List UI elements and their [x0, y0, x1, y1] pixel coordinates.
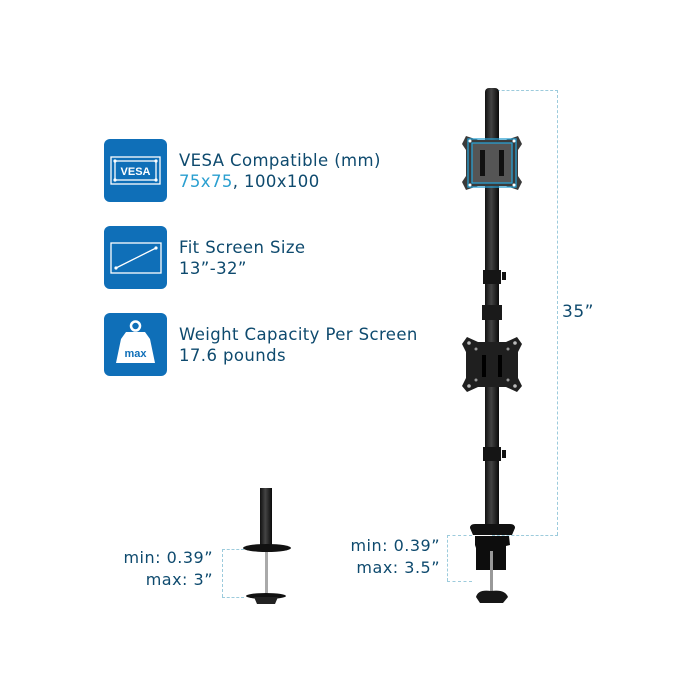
grommet-min: min: 0.39”: [123, 548, 213, 567]
feature-value: 13”-32”: [179, 258, 247, 278]
svg-text:max: max: [124, 348, 147, 360]
clamp-dim-line: [447, 535, 448, 581]
feature-value: 17.6 pounds: [179, 345, 286, 365]
grommet-dim-line: [222, 549, 223, 597]
feature-weight-capacity: max Weight Capacity Per Screen 17.6 poun…: [104, 313, 418, 376]
feature-screen-size: Fit Screen Size 13”-32”: [104, 226, 305, 289]
value-rest: , 100x100: [232, 171, 320, 191]
feature-vesa: VESA VESA Compatible (mm) 75x75, 100x100: [104, 139, 381, 202]
grommet-dim-bottom: [222, 597, 244, 598]
height-label: 35”: [562, 301, 594, 323]
screen-diagonal-icon: [104, 226, 167, 289]
height-dim-bottom: [492, 535, 558, 536]
svg-text:VESA: VESA: [121, 166, 151, 178]
clamp-dim-label: min: 0.39” max: 3.5”: [330, 535, 440, 579]
feature-text: Weight Capacity Per Screen 17.6 pounds: [179, 324, 418, 366]
clamp-max: max: 3.5”: [356, 558, 440, 577]
clamp-min: min: 0.39”: [350, 536, 440, 555]
value-highlight: 75x75: [179, 171, 233, 191]
vesa-icon: VESA: [104, 139, 167, 202]
feature-title: Weight Capacity Per Screen: [179, 324, 418, 344]
grommet-dim-top: [222, 549, 244, 550]
vesa-plate-top: [462, 136, 522, 190]
grommet-max: max: 3”: [145, 570, 213, 589]
grommet-mount: [243, 488, 291, 604]
feature-text: VESA Compatible (mm) 75x75, 100x100: [179, 150, 381, 192]
vesa-plate-bottom: [462, 337, 522, 392]
grommet-dim-label: min: 0.39” max: 3”: [105, 547, 213, 591]
desk-clamp: [470, 524, 515, 603]
height-dim-top: [492, 90, 558, 91]
feature-title: Fit Screen Size: [179, 237, 306, 257]
feature-text: Fit Screen Size 13”-32”: [179, 237, 305, 279]
feature-title: VESA Compatible (mm): [179, 150, 381, 170]
height-dim-line: [557, 90, 558, 535]
clamp-dim-bottom: [447, 581, 472, 582]
feature-value: 75x75, 100x100: [179, 171, 381, 192]
clamp-dim-top: [447, 535, 472, 536]
weight-icon: max: [104, 313, 167, 376]
